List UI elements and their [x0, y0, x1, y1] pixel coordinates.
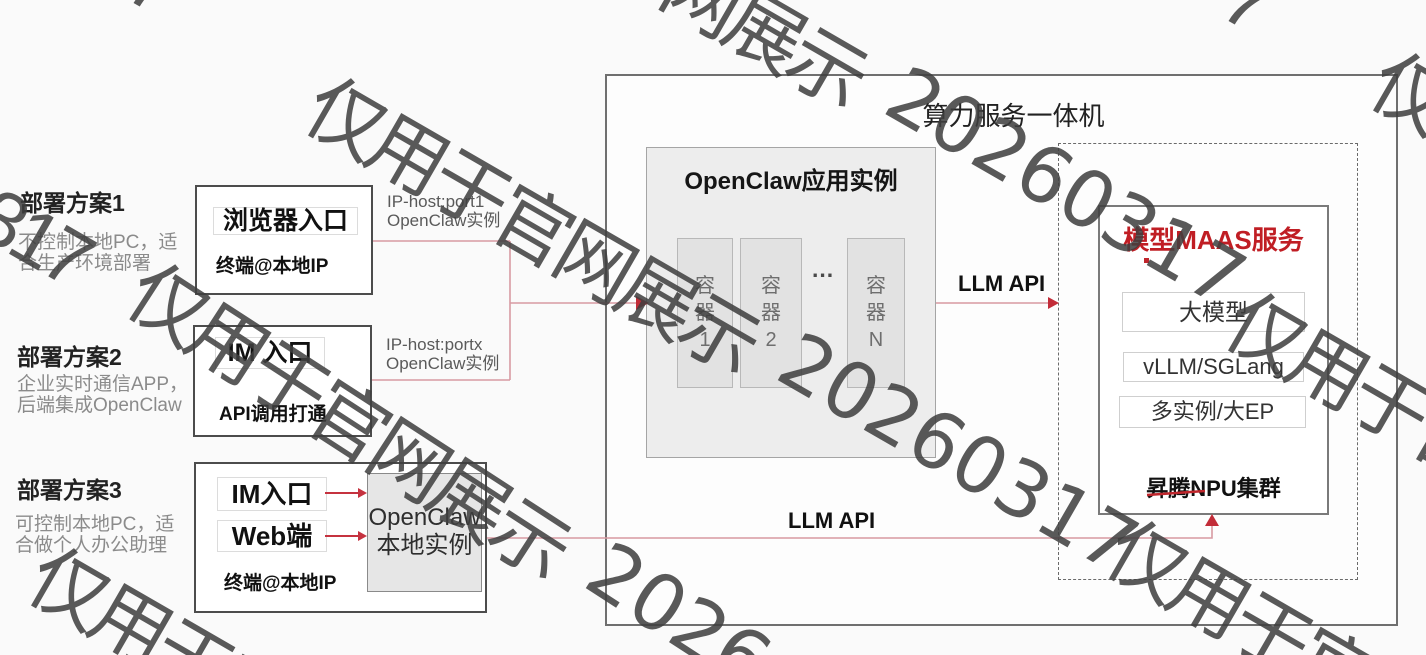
npu-red-underline [1146, 489, 1206, 497]
plan1-connector-label-line1: IP-host:port1 [387, 192, 485, 211]
plan2-box: IM 入口 API调用打通 [193, 325, 372, 437]
plan3-entry-im: IM入口 [217, 477, 327, 511]
maas-title: 模型MAAS服务 [1123, 225, 1304, 255]
plan1-box: 浏览器入口 终端@本地IP [195, 185, 373, 295]
arrowhead-to-dashbox [1048, 297, 1059, 309]
plan2-entry-im: IM 入口 [215, 337, 325, 369]
plan1-desc: 不控制本地PC，适 合生产环境部署 [18, 232, 177, 274]
container-n: 容器N [847, 238, 905, 388]
plan3-im-arrowhead [358, 488, 367, 498]
plan2-title: 部署方案2 [17, 344, 122, 370]
plan2-desc-line1: 企业实时通信APP， [17, 374, 189, 395]
plan3-web-arrowhead [358, 531, 367, 541]
llm-api-label-bottom: LLM API [788, 508, 876, 533]
plan3-desc-line1: 可控制本地PC，适 [15, 514, 175, 535]
plan3-entry-web: Web端 [217, 520, 327, 552]
app-instances-title: OpenClaw应用实例 [684, 168, 898, 195]
maas-item-large-model: 大模型 [1122, 292, 1305, 332]
plan3-footer: 终端@本地IP [224, 573, 337, 594]
llm-api-label-top: LLM API [958, 271, 1046, 296]
plan2-footer: API调用打通 [219, 404, 327, 425]
container-2: 容器2 [740, 238, 802, 388]
plan1-entry-browser: 浏览器入口 [213, 207, 358, 235]
arrowhead-to-maas [1205, 514, 1219, 526]
plan3-title: 部署方案3 [17, 477, 122, 503]
plan1-connector-label-line2: OpenClaw实例 [387, 211, 501, 230]
plan1-desc-line1: 不控制本地PC，适 [18, 232, 178, 253]
plan1-connector-label: IP-host:port1 OpenClaw实例 [387, 192, 500, 230]
plan3-instance-line1: OpenClaw [368, 504, 481, 531]
server-title: 算力服务一体机 [922, 101, 1105, 131]
llm-api-bottom-line [487, 526, 1213, 539]
plan2-desc-line2: 后端集成OpenClaw [17, 395, 182, 416]
npu-dashed-box [1058, 143, 1358, 580]
plan3-instance-line2: 本地实例 [376, 532, 473, 559]
maas-item-multi-instance: 多实例/大EP [1119, 396, 1306, 428]
plan1-desc-line2: 合生产环境部署 [18, 253, 152, 274]
plan3-desc: 可控制本地PC，适 合做个人办公助理 [15, 514, 174, 556]
arrowhead-to-appbox [636, 296, 649, 310]
plan3-desc-line2: 合做个人办公助理 [15, 535, 168, 556]
plan3-box: IM入口 Web端 OpenClaw 本地实例 终端@本地IP [194, 462, 487, 613]
container-1: 容器1 [677, 238, 733, 388]
plan2-connector-label-line2: OpenClaw实例 [386, 354, 500, 373]
container-1-label: 容器1 [695, 275, 715, 351]
plan1-footer: 终端@本地IP [216, 256, 329, 277]
container-2-label: 容器2 [761, 275, 781, 351]
red-dot [1144, 258, 1149, 263]
container-n-label: 容器N [866, 275, 886, 351]
plan1-title: 部署方案1 [20, 190, 125, 216]
maas-item-vllm: vLLM/SGLang [1123, 352, 1304, 382]
plan2-connector-label-line1: IP-host:portx [386, 335, 483, 354]
containers-ellipsis: ... [812, 256, 835, 282]
npu-cluster-label: 昇腾NPU集群 [1146, 476, 1281, 501]
plan3-local-instance-box: OpenClaw 本地实例 [367, 473, 482, 592]
plan2-desc: 企业实时通信APP， 后端集成OpenClaw [17, 374, 188, 416]
plan2-connector-label: IP-host:portx OpenClaw实例 [386, 335, 499, 373]
